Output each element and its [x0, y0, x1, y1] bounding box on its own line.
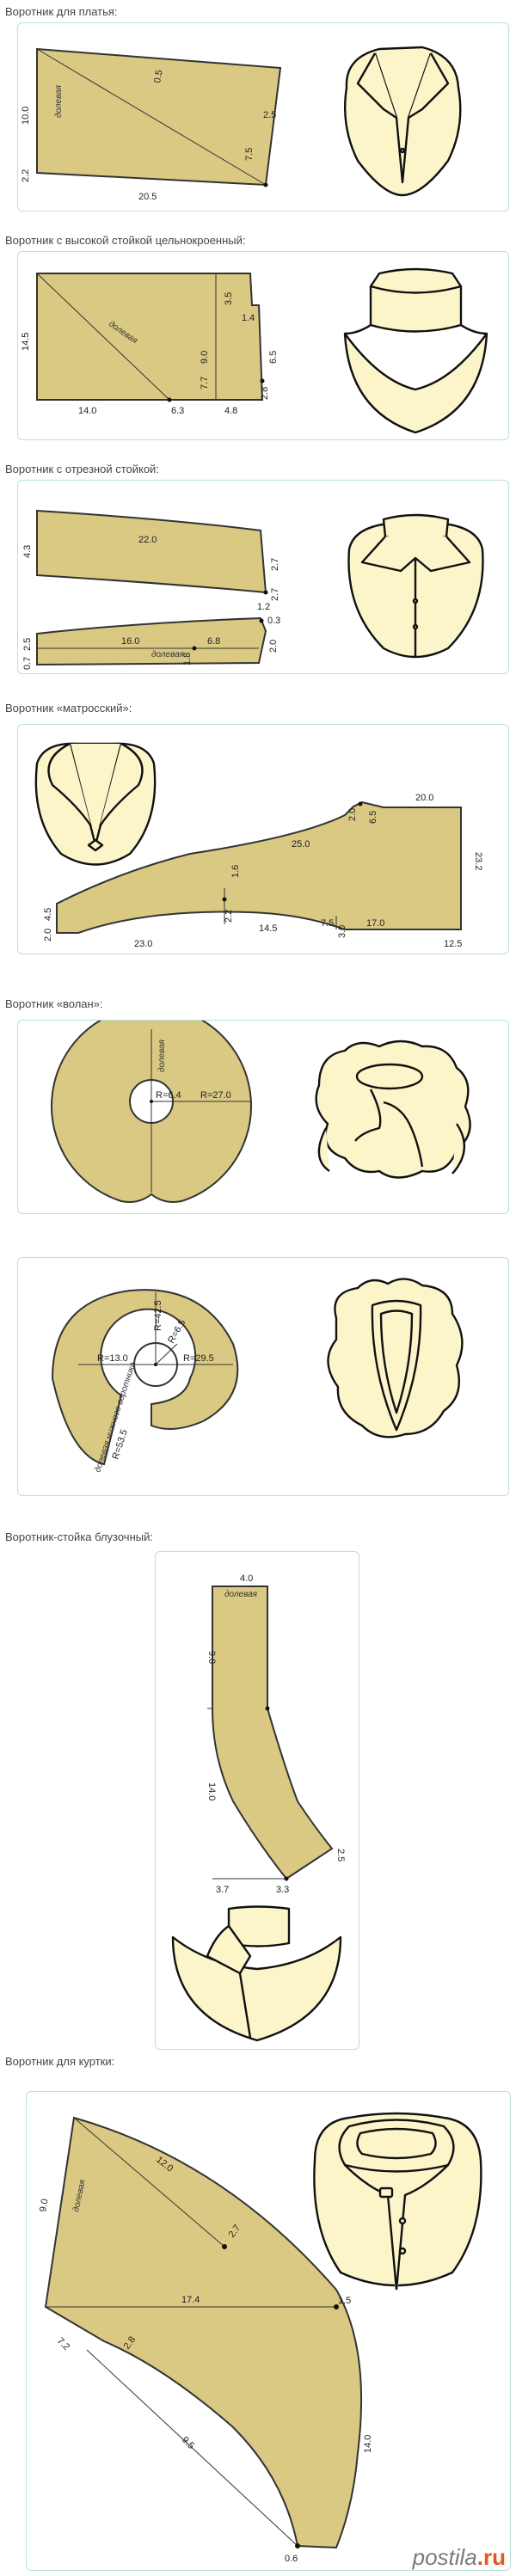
dim: 3.5 — [224, 292, 234, 305]
collar-illustration — [313, 2112, 482, 2291]
dim: 2.0 — [347, 808, 358, 821]
dim: 3.0 — [337, 925, 347, 938]
panel-high-stand-collar: долевая 14.5 14.0 6.3 4.8 3.5 1.4 6.5 9.… — [17, 251, 509, 440]
dim: 0.5 — [152, 69, 164, 83]
dim: 1.4 — [242, 313, 255, 323]
diagram-dress-collar: долевая 10.0 2.2 20.5 0.5 2.5 7.5 — [21, 46, 462, 202]
dim: 2.5 — [22, 638, 33, 651]
dim: 3.3 — [276, 1885, 289, 1895]
watermark-logo: postila.ru — [413, 2544, 506, 2571]
dim: 2.0 — [43, 929, 53, 941]
dim: 2.8 — [260, 387, 270, 400]
dim: 9.0 — [206, 1651, 217, 1664]
dim: 6.5 — [368, 811, 378, 824]
caption-flounce-collar: Воротник «волан»: — [5, 997, 103, 1010]
diagram-flounce-collar-1: долевая R=6.4 R=27.0 — [51, 1021, 471, 1203]
caption-blouse-stand-collar: Воротник-стойка блузочный: — [5, 1530, 153, 1543]
label-grain: долевая — [224, 1590, 258, 1599]
dim: 14.0 — [206, 1782, 217, 1800]
caption-sailor-collar: Воротник «матросский»: — [5, 702, 132, 715]
panel-separate-stand-collar: долевая 4.3 22.0 2.7 2.7 1.2 16.0 6.8 0.… — [17, 480, 509, 674]
dim: 2.5 — [335, 1849, 346, 1861]
dim: 14.0 — [78, 406, 96, 416]
collar-illustration — [327, 1278, 464, 1438]
panel-dress-collar: долевая 10.0 2.2 20.5 0.5 2.5 7.5 — [17, 22, 509, 212]
collar-illustration — [315, 1040, 471, 1179]
dim: 0.3 — [267, 616, 280, 626]
dim: 0.7 — [22, 657, 33, 670]
dim: 2.5 — [263, 110, 276, 120]
collar-illustration — [347, 513, 484, 659]
panel-blouse-stand-collar: долевая 4.0 9.0 14.0 3.7 3.3 2.5 — [155, 1551, 359, 2050]
dim: 20.0 — [415, 793, 433, 803]
collar-illustration — [34, 742, 157, 866]
dim: R=42.5 — [153, 1300, 163, 1331]
dim: 25.0 — [292, 839, 310, 849]
watermark-suffix: .ru — [476, 2544, 506, 2570]
dim: 2.2 — [21, 169, 31, 182]
watermark-prefix: postila — [412, 2544, 477, 2570]
dim: 4.5 — [43, 908, 53, 921]
dim: 3.7 — [216, 1885, 229, 1895]
dim: 17.4 — [181, 2295, 200, 2305]
diagram-flounce-collar-2: долевая нижнего воротника R=42.5 R=6.5 R… — [51, 1278, 464, 1474]
collar-illustration — [343, 267, 488, 434]
dim: 6.5 — [268, 351, 279, 364]
panel-flounce-collar-1: долевая R=6.4 R=27.0 — [17, 1020, 509, 1214]
dim: R=13.0 — [97, 1353, 128, 1364]
diagram-blouse-stand-collar: долевая 4.0 9.0 14.0 3.7 3.3 2.5 — [171, 1573, 346, 2042]
label-grain: долевая — [54, 84, 64, 118]
dim: 14.0 — [363, 2435, 373, 2453]
dim: 23.0 — [134, 939, 152, 949]
dim: 20.5 — [138, 192, 157, 202]
dim: 22.0 — [138, 535, 157, 545]
dim: 12.5 — [444, 939, 462, 949]
diagram-high-stand-collar: долевая 14.5 14.0 6.3 4.8 3.5 1.4 6.5 9.… — [21, 267, 488, 434]
diagram-jacket-collar: долевая 9.0 12.0 2.7 17.4 1.5 7.2 2.8 9.… — [38, 2112, 482, 2564]
dim: 7.2 — [55, 2336, 71, 2352]
caption-separate-stand-collar: Воротник с отрезной стойкой: — [5, 463, 159, 475]
collar-illustration — [171, 1905, 342, 2042]
dim: 2.7 — [270, 558, 280, 571]
panel-sailor-collar: 20.0 23.2 6.5 2.0 25.0 1.6 4.5 2.0 23.0 … — [17, 724, 509, 954]
panel-flounce-collar-2: долевая нижнего воротника R=42.5 R=6.5 R… — [17, 1257, 509, 1496]
dim: 17.0 — [366, 918, 384, 929]
dim: 7.7 — [200, 377, 210, 389]
dim: R=6.5 — [166, 1318, 187, 1346]
dim: 1.8 — [182, 653, 193, 665]
dim: 4.3 — [22, 545, 33, 558]
dim: 1.6 — [230, 865, 241, 878]
dim: 2.0 — [268, 640, 279, 653]
dim: 14.5 — [21, 333, 31, 351]
dim: R=29.5 — [183, 1353, 214, 1364]
dim: 0.6 — [285, 2554, 298, 2564]
dim: 4.0 — [240, 1573, 253, 1584]
dim: 10.0 — [21, 107, 31, 125]
dim: 2.2 — [224, 910, 234, 923]
label-grain: долевая — [151, 650, 185, 659]
dim: 14.5 — [259, 923, 277, 934]
dim: 16.0 — [121, 636, 139, 647]
caption-dress-collar: Воротник для платья: — [5, 5, 118, 18]
diagram-separate-stand-collar: долевая 4.3 22.0 2.7 2.7 1.2 16.0 6.8 0.… — [22, 509, 484, 670]
dim: 1.5 — [338, 2296, 351, 2306]
dim: 6.3 — [171, 406, 184, 416]
caption-jacket-collar: Воротник для куртки: — [5, 2055, 115, 2068]
dim: 6.8 — [207, 636, 220, 647]
dim: 9.0 — [200, 351, 210, 364]
dim: 4.8 — [224, 406, 237, 416]
dim: 23.2 — [473, 852, 483, 870]
dim: 7.5 — [321, 918, 334, 929]
label-grain: долевая — [157, 1039, 167, 1072]
caption-high-stand-collar: Воротник с высокой стойкой цельнокроенны… — [5, 234, 246, 247]
dim: 2.7 — [270, 588, 280, 601]
dim: R=27.0 — [200, 1090, 231, 1101]
collar-illustration — [344, 46, 462, 197]
dim: 1.2 — [257, 602, 270, 612]
dim: 7.5 — [244, 148, 255, 161]
dim: 9.0 — [38, 2198, 50, 2212]
dim: R=6.4 — [156, 1090, 181, 1101]
diagram-sailor-collar: 20.0 23.2 6.5 2.0 25.0 1.6 4.5 2.0 23.0 … — [34, 742, 483, 949]
panel-jacket-collar: долевая 9.0 12.0 2.7 17.4 1.5 7.2 2.8 9.… — [26, 2091, 511, 2571]
